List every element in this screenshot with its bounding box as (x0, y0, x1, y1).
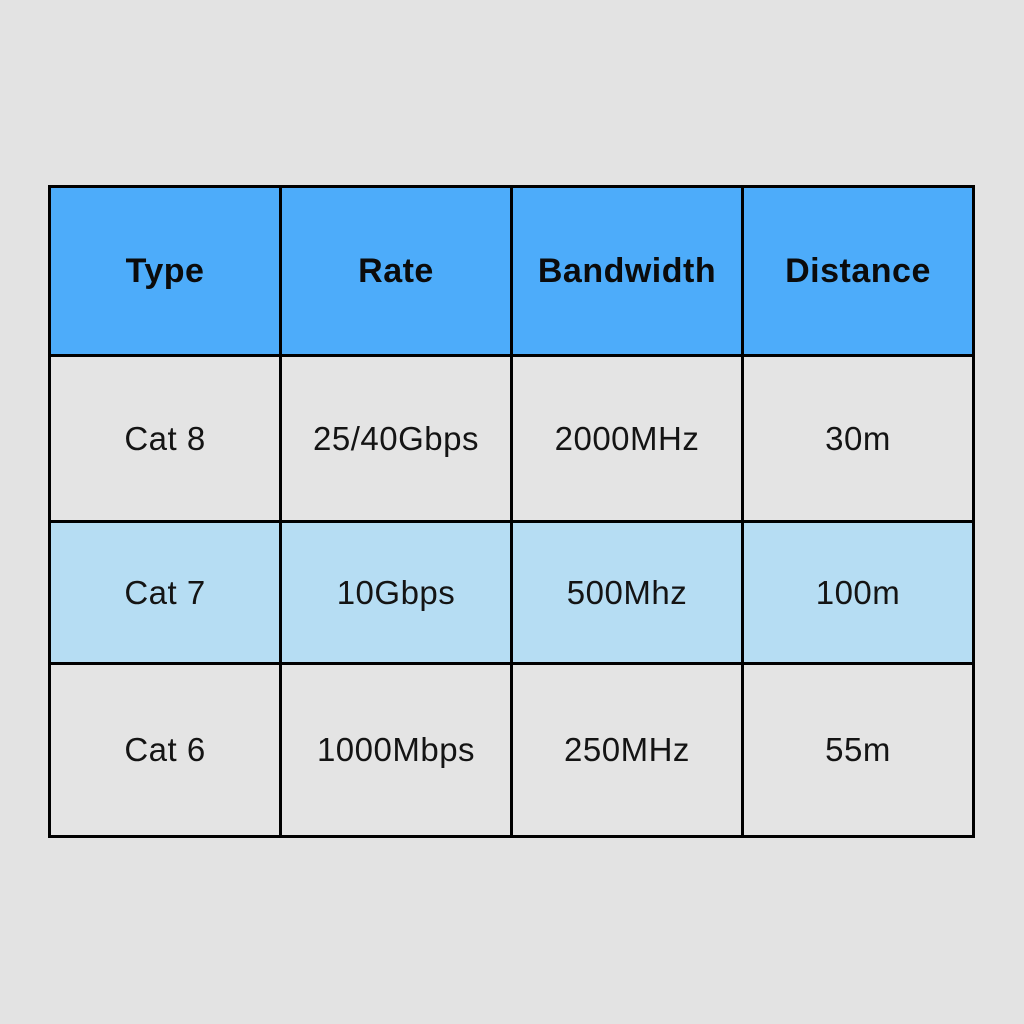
header-cell-bandwidth: Bandwidth (513, 188, 741, 354)
cell-cat7-distance: 100m (744, 523, 972, 662)
cable-spec-table: Type Rate Bandwidth Distance Cat 8 25/40… (48, 185, 975, 838)
cell-cat8-rate: 25/40Gbps (282, 357, 510, 520)
cell-cat8-bandwidth: 2000MHz (513, 357, 741, 520)
header-cell-rate: Rate (282, 188, 510, 354)
cell-cat8-type: Cat 8 (51, 357, 279, 520)
cell-cat6-bandwidth: 250MHz (513, 665, 741, 835)
cell-cat6-type: Cat 6 (51, 665, 279, 835)
cell-cat8-distance: 30m (744, 357, 972, 520)
cell-cat7-bandwidth: 500Mhz (513, 523, 741, 662)
cell-cat7-type: Cat 7 (51, 523, 279, 662)
cell-cat6-rate: 1000Mbps (282, 665, 510, 835)
header-cell-distance: Distance (744, 188, 972, 354)
cell-cat7-rate: 10Gbps (282, 523, 510, 662)
header-cell-type: Type (51, 188, 279, 354)
cell-cat6-distance: 55m (744, 665, 972, 835)
